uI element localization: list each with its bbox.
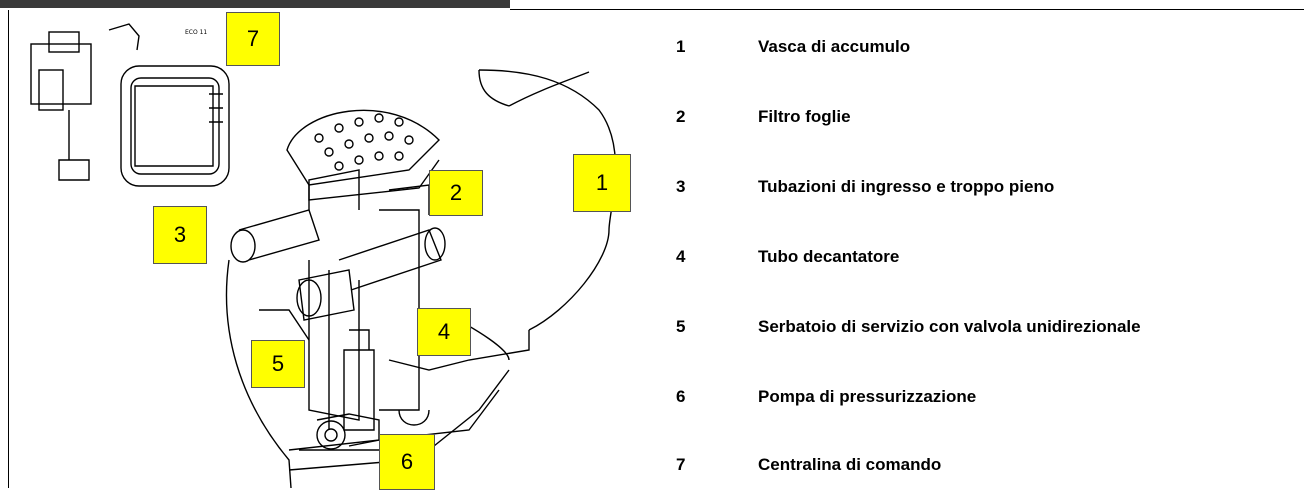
tank-drawing: ECO 11 [30,23,617,488]
legend-item: 2 Filtro foglie [676,102,851,132]
legend-label: Tubazioni di ingresso e troppo pieno [758,177,1055,196]
callout-4: 4 [417,308,471,356]
tank-diagram: ECO 11 [9,10,649,490]
legend-number: 2 [676,107,686,126]
callout-3: 3 [153,206,207,264]
legend-item: 4 Tubo decantatore [676,242,899,272]
callout-6: 6 [379,434,435,490]
legend-item: 5 Serbatoio di servizio con valvola unid… [676,312,1141,342]
legend-number: 5 [676,317,686,336]
callout-5: 5 [251,340,305,388]
inlet-pipes [230,169,446,321]
callout-7: 7 [226,12,280,66]
decanter-tube [379,184,430,426]
legend-number: 7 [676,455,686,474]
legend-number: 3 [676,177,686,196]
svg-text:ECO 11: ECO 11 [185,29,207,36]
legend-item: 1 Vasca di accumulo [676,32,910,62]
legend-item: 3 Tubazioni di ingresso e troppo pieno [676,172,1054,202]
legend-number: 4 [676,247,686,266]
service-tank [308,260,375,431]
control-unit-sketch: ECO 11 [30,23,230,187]
legend-label: Pompa di pressurizzazione [758,387,977,406]
legend-number: 6 [676,387,686,406]
legend-item: 6 Pompa di pressurizzazione [676,382,976,412]
legend-number: 1 [676,37,686,56]
legend-label: Filtro foglie [758,107,851,126]
legend-label: Centralina di comando [758,455,942,474]
legend-label: Tubo decantatore [758,247,900,266]
legend-label: Vasca di accumulo [758,37,911,56]
legend-item: 7 Centralina di comando [676,450,941,480]
storage-tank [225,69,617,488]
callout-1: 1 [573,154,631,212]
pressurization-pump [316,413,380,450]
header-rule [510,9,1304,10]
callout-2: 2 [429,170,483,216]
frame-left-border [8,10,9,488]
header-rule-dark [0,0,510,8]
legend-label: Serbatoio di servizio con valvola unidir… [758,317,1141,336]
